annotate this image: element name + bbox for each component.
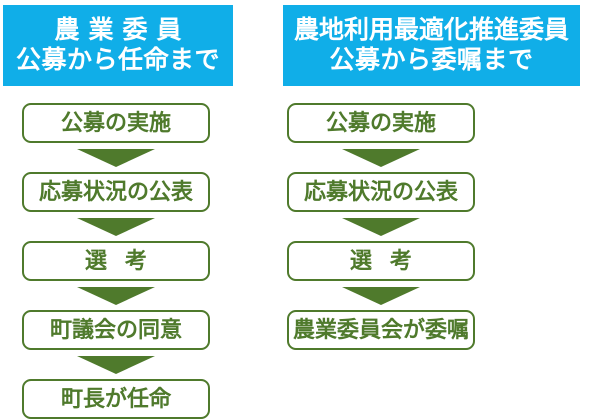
column-header-banner-right: 農地利用最適化推進委員 公募から委嘱まで <box>283 5 580 86</box>
column-header-line1-right: 農地利用最適化推進委員 <box>293 16 569 44</box>
down-arrow-icon <box>77 287 155 305</box>
flow-step-box: 選考 <box>287 241 475 281</box>
down-arrow-icon <box>342 218 420 236</box>
flow-step-box: 町長が任命 <box>22 379 210 419</box>
flow-step-box: 応募状況の公表 <box>287 172 475 212</box>
down-arrow-icon <box>77 356 155 374</box>
flow-step-box: 応募状況の公表 <box>22 172 210 212</box>
column-header-line1-left: 農業委員 <box>54 16 191 44</box>
column-header-line2-left: 公募から任命まで <box>15 45 220 74</box>
flow-step-box: 選考 <box>22 241 210 281</box>
column-header-banner-left: 農業委員 公募から任命まで <box>3 5 233 86</box>
flow-step-box: 農業委員会が委嘱 <box>287 310 475 350</box>
flow-step-box: 公募の実施 <box>22 103 210 143</box>
flow-column-nougyou-iin: 農業委員 公募から任命まで 公募の実施 応募状況の公表 選考 町議会の同意 町長… <box>0 0 270 419</box>
flow-column-nouchi-riyou-saitekika-suishin-iin: 農地利用最適化推進委員 公募から委嘱まで 公募の実施 応募状況の公表 選考 農業… <box>270 0 600 419</box>
column-header-line2-right: 公募から委嘱まで <box>329 45 534 74</box>
flow-chain-left: 公募の実施 応募状況の公表 選考 町議会の同意 町長が任命 <box>22 103 210 419</box>
down-arrow-icon <box>342 149 420 167</box>
flow-chain-right: 公募の実施 応募状況の公表 選考 農業委員会が委嘱 <box>287 103 475 350</box>
down-arrow-icon <box>342 287 420 305</box>
flow-step-box: 公募の実施 <box>287 103 475 143</box>
flow-step-box: 町議会の同意 <box>22 310 210 350</box>
down-arrow-icon <box>77 218 155 236</box>
down-arrow-icon <box>77 149 155 167</box>
